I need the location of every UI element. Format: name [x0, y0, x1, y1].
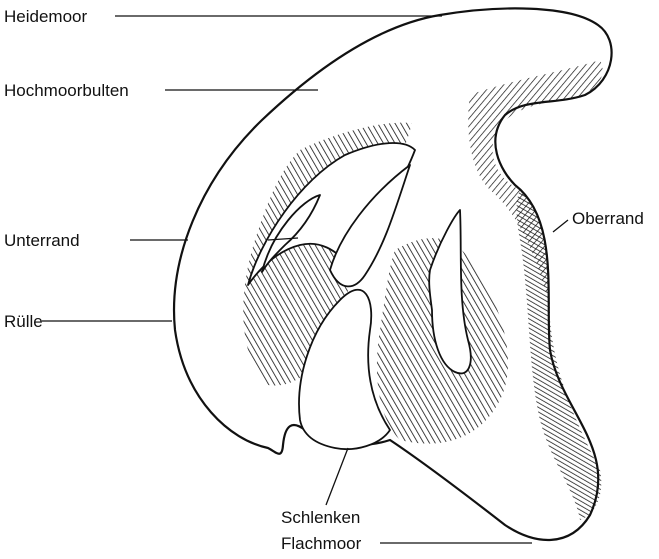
- label-oberrand: Oberrand: [572, 209, 644, 228]
- label-unterrand: Unterrand: [4, 231, 80, 250]
- label-flachmoor: Flachmoor: [281, 534, 362, 553]
- label-hochmoorbulten: Hochmoorbulten: [4, 81, 129, 100]
- label-heidemoor: Heidemoor: [4, 7, 87, 26]
- label-ruelle: Rülle: [4, 312, 43, 331]
- label-schlenken: Schlenken: [281, 508, 360, 527]
- leader-oberrand: [553, 220, 568, 232]
- leader-schlenken: [326, 448, 348, 505]
